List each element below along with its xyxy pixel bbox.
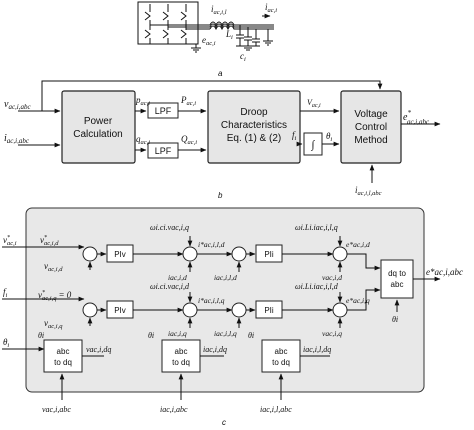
voltage-control-block: [340, 90, 402, 164]
vcm-line3: Method: [354, 135, 387, 146]
inverter-circuit: [137, 1, 274, 53]
b-theta-label: θi: [326, 131, 332, 143]
vcm-line2: Control: [355, 122, 387, 133]
pi-i-label-d: PIi: [264, 250, 274, 259]
a-cap-label: ci: [240, 51, 246, 63]
b-e-out-label: e*ac,i,abc: [403, 109, 430, 126]
caption-a: a: [218, 69, 223, 78]
c-v-meas-d: vac,i,d: [44, 261, 63, 273]
a-inductor-label: Li: [225, 29, 233, 41]
panel-b: [18, 80, 441, 183]
c-e-q: e*ac,i,q: [346, 296, 370, 305]
dq-to-abc-line1: dq to: [388, 269, 406, 278]
droop-line3: Eq. (1) & (2): [227, 133, 281, 144]
a-i-inner-label: iac,i,l: [211, 4, 227, 16]
c-i-d: iac,i,d: [168, 273, 187, 282]
power-calculation-block: [61, 90, 136, 164]
pi-v-label-q: PIv: [114, 306, 126, 315]
vcm-line1: Voltage: [354, 109, 388, 120]
c-theta-2: θi: [148, 331, 154, 340]
panel-c-wiring: [2, 236, 441, 400]
b-f-label: fi: [292, 130, 297, 142]
c-theta-dq: θi: [392, 315, 398, 324]
pi-i-label-q: PIi: [264, 306, 274, 315]
integrator-symbol: ∫: [310, 139, 315, 151]
c-v-q: vac,i,q: [322, 329, 342, 338]
a-e-label: eac,i: [202, 35, 216, 47]
abc-to-dq-3-line2: to dq: [272, 358, 290, 367]
c-e-out: e*ac,i,abc: [426, 267, 463, 277]
c-f-input-label: fi: [3, 287, 8, 299]
b-p-label: pac,i: [135, 95, 150, 107]
droop-block: [207, 90, 301, 164]
c-theta-3: θi: [248, 331, 254, 340]
c-ff-d2: ωi.Li.iac,i,l,q: [295, 223, 338, 232]
b-v-input-label: vac,i,abc: [4, 99, 32, 111]
c-v-input-label: v*ac,i: [3, 235, 17, 247]
power-calc-line1: Power: [84, 116, 113, 127]
lpf-label-2: LPF: [155, 146, 172, 156]
c-bottom-il: iac,i,l,abc: [260, 405, 292, 414]
c-theta-input-label: θi: [3, 337, 9, 349]
c-e-d: e*ac,i,d: [346, 240, 370, 249]
power-calc-line2: Calculation: [73, 129, 122, 140]
c-il-ref-d: i*ac,i,l,d: [198, 240, 225, 249]
caption-b: b: [218, 191, 223, 200]
dq-to-abc-line2: abc: [391, 280, 404, 289]
c-i-q: iac,i,q: [168, 329, 187, 338]
caption-c: c: [222, 418, 226, 427]
b-i-input-label: iac,i,abc: [4, 133, 30, 145]
b-i-fb-label: iac,i,l,abc: [355, 185, 382, 197]
c-v-ref-d: v*ac,i,d: [40, 235, 59, 247]
c-bottom-v: vac,i,abc: [42, 405, 71, 414]
c-v-d: vac,i,d: [322, 273, 342, 282]
c-ff-q2: ωi.Li.iac,i,l,d: [295, 282, 339, 291]
c-v-ref-q: v*ac,i,q= 0: [38, 290, 72, 302]
pi-v-label-d: PIv: [114, 250, 126, 259]
b-Q-label: Qac,i: [181, 134, 197, 146]
c-bottom-i: iac,i,abc: [160, 405, 188, 414]
c-theta-1: θi: [38, 331, 44, 340]
c-out-il: iac,i,l,dq: [303, 345, 331, 354]
c-il-ref-q: i*ac,i,l,q: [198, 296, 225, 305]
c-il-q: iac,i,l,q: [214, 329, 237, 338]
lpf-label-1: LPF: [155, 106, 172, 116]
c-ff-d1: ωi.ci.vac,i,q: [150, 223, 189, 232]
a-i-out-label: iac,i: [265, 2, 277, 14]
b-q-label: qac,i: [136, 134, 150, 146]
b-P-label: Pac,i: [180, 95, 196, 107]
droop-line2: Characteristics: [221, 120, 287, 131]
c-il-d: iac,i,l,d: [214, 273, 237, 282]
c-ff-q1: ωi.ci.vac,i,d: [150, 282, 190, 291]
abc-to-dq-2-line1: abc: [175, 347, 188, 356]
abc-to-dq-1-line2: to dq: [54, 358, 72, 367]
abc-to-dq-1-line1: abc: [57, 347, 70, 356]
c-v-meas-q: vac,i,q: [44, 318, 63, 330]
b-V-out-label: Vac,i: [307, 98, 321, 109]
abc-to-dq-2-line2: to dq: [172, 358, 190, 367]
droop-line1: Droop: [240, 107, 268, 118]
c-out-v: vac,i,dq: [86, 345, 111, 354]
abc-to-dq-3-line1: abc: [275, 347, 288, 356]
c-out-i: iac,i,dq: [203, 345, 227, 354]
